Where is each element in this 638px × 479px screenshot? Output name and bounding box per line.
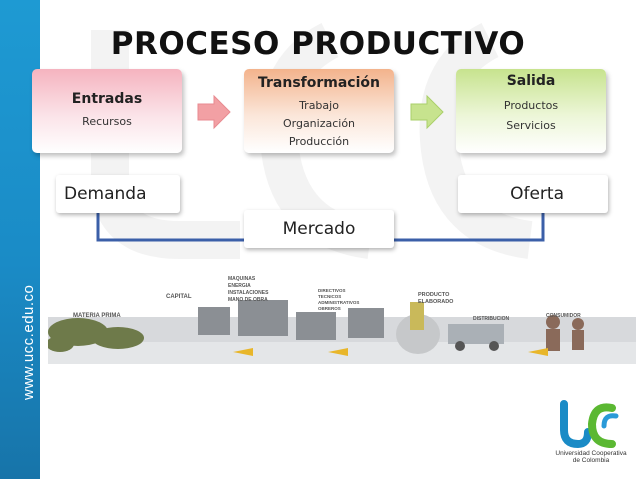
page-title: PROCESO PRODUCTIVO: [110, 26, 526, 62]
transformacion-item: Trabajo: [299, 99, 339, 112]
scene-capital-item: ENERGIA: [228, 283, 251, 289]
transformacion-item: Producción: [288, 135, 350, 148]
scene-capital-item: MANO DE OBRA: [228, 297, 268, 303]
transformacion-title: Transformación: [258, 75, 380, 91]
scene-producto: PRODUCTO: [418, 292, 450, 298]
entradas-item: Recursos: [82, 115, 132, 128]
scene-direct-item: TECNICOS: [318, 294, 341, 299]
transformacion-box: Transformación Trabajo Organización Prod…: [244, 69, 394, 153]
scene-consumidor: CONSUMIDOR: [546, 313, 581, 319]
oferta-label: Oferta: [458, 175, 608, 213]
scene-capital-item: MAQUINAS: [228, 276, 256, 282]
arrow-right-icon: [197, 94, 231, 130]
arrow-right-icon: [410, 94, 444, 130]
entradas-title: Entradas: [71, 91, 143, 107]
salida-title: Salida: [506, 73, 556, 89]
scene-capital-item: INSTALACIONES: [228, 290, 269, 296]
scene-direct-item: DIRECTIVOS: [318, 288, 346, 293]
logo-text: Universidad Cooperativa de Colombia: [548, 450, 634, 464]
scene-direct-item: OBREROS: [318, 306, 341, 311]
salida-box: Salida Productos Servicios: [456, 69, 606, 153]
scene-capital: CAPITAL: [166, 294, 192, 300]
scene-distribucion: DISTRIBUCION: [473, 316, 510, 322]
mercado-label: Mercado: [244, 210, 394, 248]
entradas-box: Entradas Recursos: [32, 69, 182, 153]
scene-materia-prima: MATERIA PRIMA: [73, 313, 121, 319]
logo-line-1: Universidad Cooperativa: [555, 450, 627, 457]
scene-direct-item: ADMINISTRATIVOS: [318, 300, 359, 305]
transformacion-item: Organización: [282, 117, 356, 130]
demanda-label: Demanda: [56, 175, 180, 213]
production-scene-illustration: CAPITAL MAQUINAS ENERGIA INSTALACIONES M…: [48, 276, 636, 364]
ucc-logo-icon: [560, 400, 619, 449]
logo-line-2: de Colombia: [572, 457, 610, 464]
salida-item: Productos: [503, 99, 559, 112]
scene-producto: ELABORADO: [418, 299, 454, 305]
salida-item: Servicios: [506, 119, 556, 132]
